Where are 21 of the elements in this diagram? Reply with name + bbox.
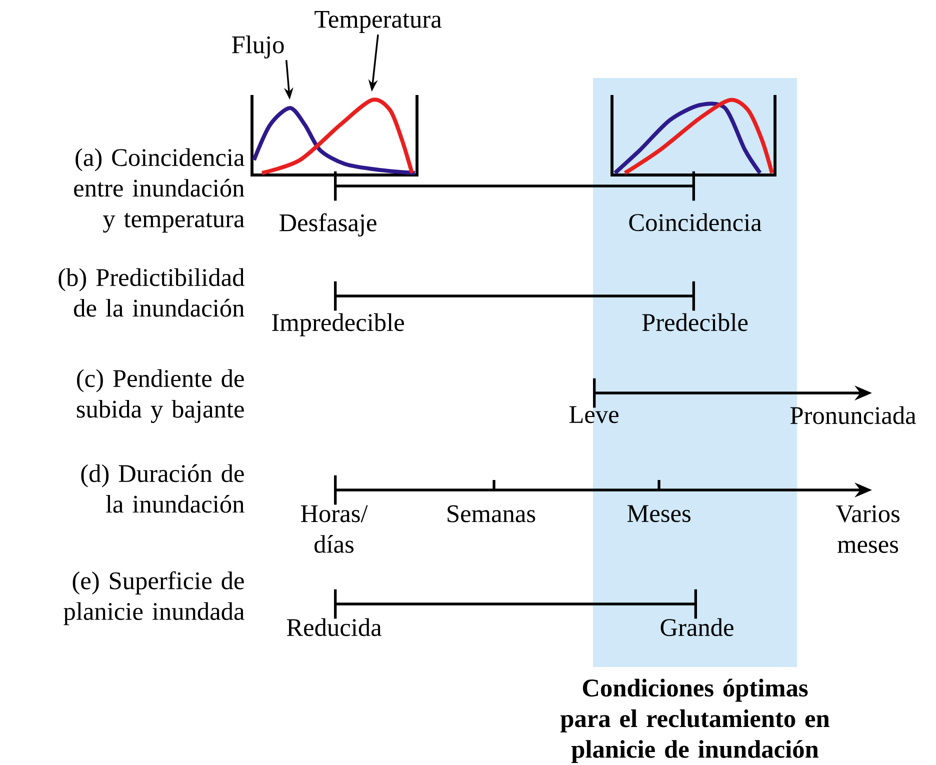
row-heading: (b) Predictibilidad de la inundación xyxy=(58,268,244,317)
scale-label: Pronunciada xyxy=(790,406,916,424)
scale-label: Meses xyxy=(627,505,690,522)
scale-label: Desfasaje xyxy=(280,213,376,236)
node-label: Condiciones óptimas para el reclutamiento en planicie de inundación xyxy=(560,678,830,764)
row-heading: (a) Coincidencia entre inundación y temperatura xyxy=(74,148,244,233)
curve-label: Temperatura xyxy=(314,11,442,33)
scale-label: Varios meses xyxy=(836,505,900,553)
curve-label: Flujo xyxy=(232,36,284,58)
scale-label: Impredecible xyxy=(272,313,404,336)
scale-label: Grande xyxy=(660,618,734,636)
scale-label: Coincidencia xyxy=(629,213,762,232)
scale-label: Leve xyxy=(569,406,618,424)
scale-label: Semanas xyxy=(448,505,536,522)
row-heading: (d) Duración de la inundación xyxy=(81,464,244,513)
scale-label: Predecible xyxy=(642,313,748,332)
scale-label: Reducida xyxy=(286,618,382,636)
scale-label: Horas/ días xyxy=(300,505,368,553)
row-heading: (e) Superficie de planicie inundada xyxy=(64,571,244,626)
flow-curve xyxy=(252,106,416,175)
row-heading: (c) Pendiente de subida y bajante xyxy=(76,369,244,423)
